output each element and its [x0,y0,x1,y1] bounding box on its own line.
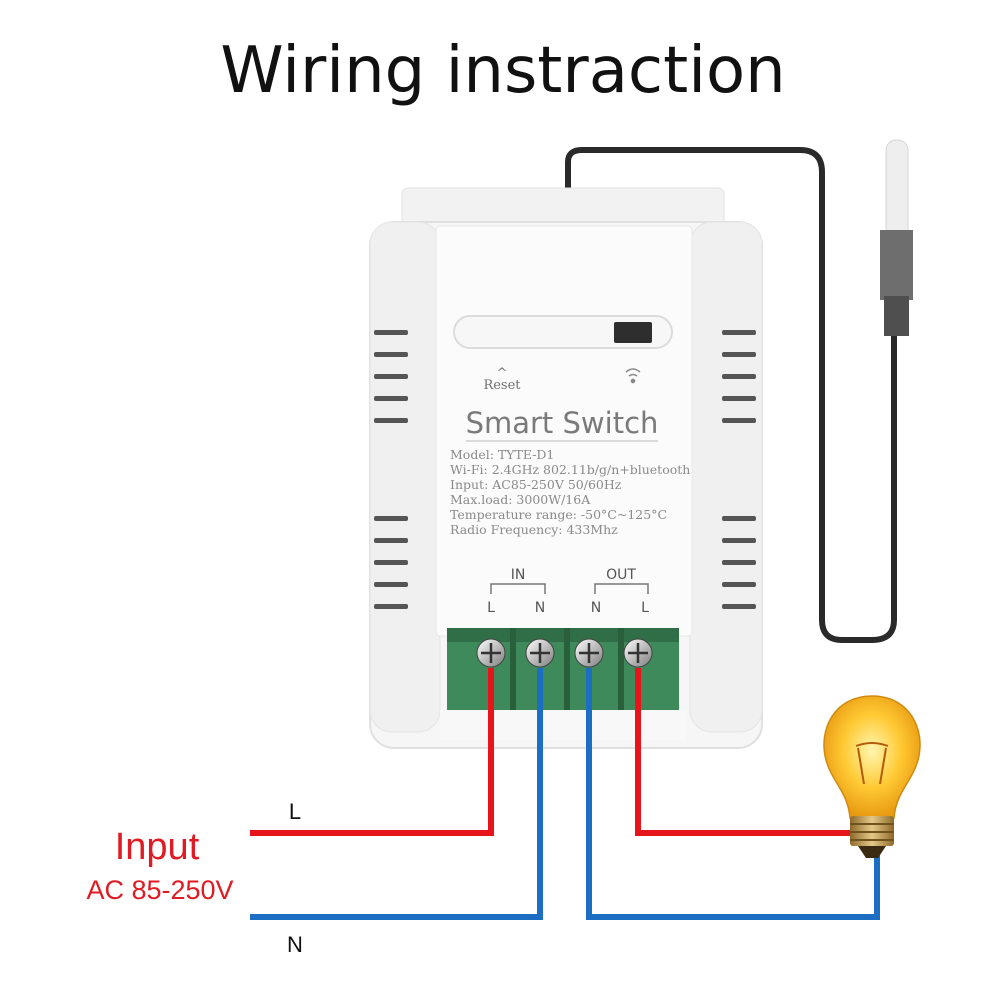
wires [250,668,880,920]
smart-switch-device: ^ Reset Smart Switch Model: TYTE-D1 Wi-F… [369,187,763,749]
page-title: Wiring instraction [220,34,785,108]
terminal-group-in: IN [511,567,526,583]
terminal-label-in-l: L [487,600,495,616]
wifi-icon [625,368,641,384]
spec-input: Input: AC85-250V 50/60Hz [450,477,622,492]
device-brand: Smart Switch [466,406,659,440]
vents-left [374,330,408,609]
terminal-label-out-n: N [591,600,601,616]
light-bulb-icon [823,695,921,858]
terminal-group-out: OUT [606,567,636,583]
spec-radio-frequency: Radio Frequency: 433Mhz [450,522,618,537]
reset-arrow: ^ [497,366,508,381]
temperature-probe-icon [880,139,913,336]
reset-label: Reset [483,378,521,393]
status-led-window [614,322,652,343]
spec-wifi: Wi-Fi: 2.4GHz 802.11b/g/n+bluetooth [450,462,690,477]
terminal-label-out-l: L [641,600,649,616]
terminal-screw-icon [476,638,653,668]
terminal-label-in-n: N [535,600,545,616]
input-label: Input [115,826,200,868]
wire-neutral-output [586,668,880,920]
spec-max-load: Max.load: 3000W/16A [450,492,591,507]
wire-neutral-input [250,668,543,920]
neutral-wire-label: N [287,932,303,957]
probe-cable [565,147,897,643]
wire-live-output [635,668,856,836]
vents-right [722,330,756,609]
wire-live-input [250,668,494,836]
live-wire-label: L [289,799,301,824]
spec-model: Model: TYTE-D1 [450,447,554,462]
input-voltage-range: AC 85-250V [86,875,233,905]
spec-temperature-range: Temperature range: -50°C~125°C [450,507,667,522]
